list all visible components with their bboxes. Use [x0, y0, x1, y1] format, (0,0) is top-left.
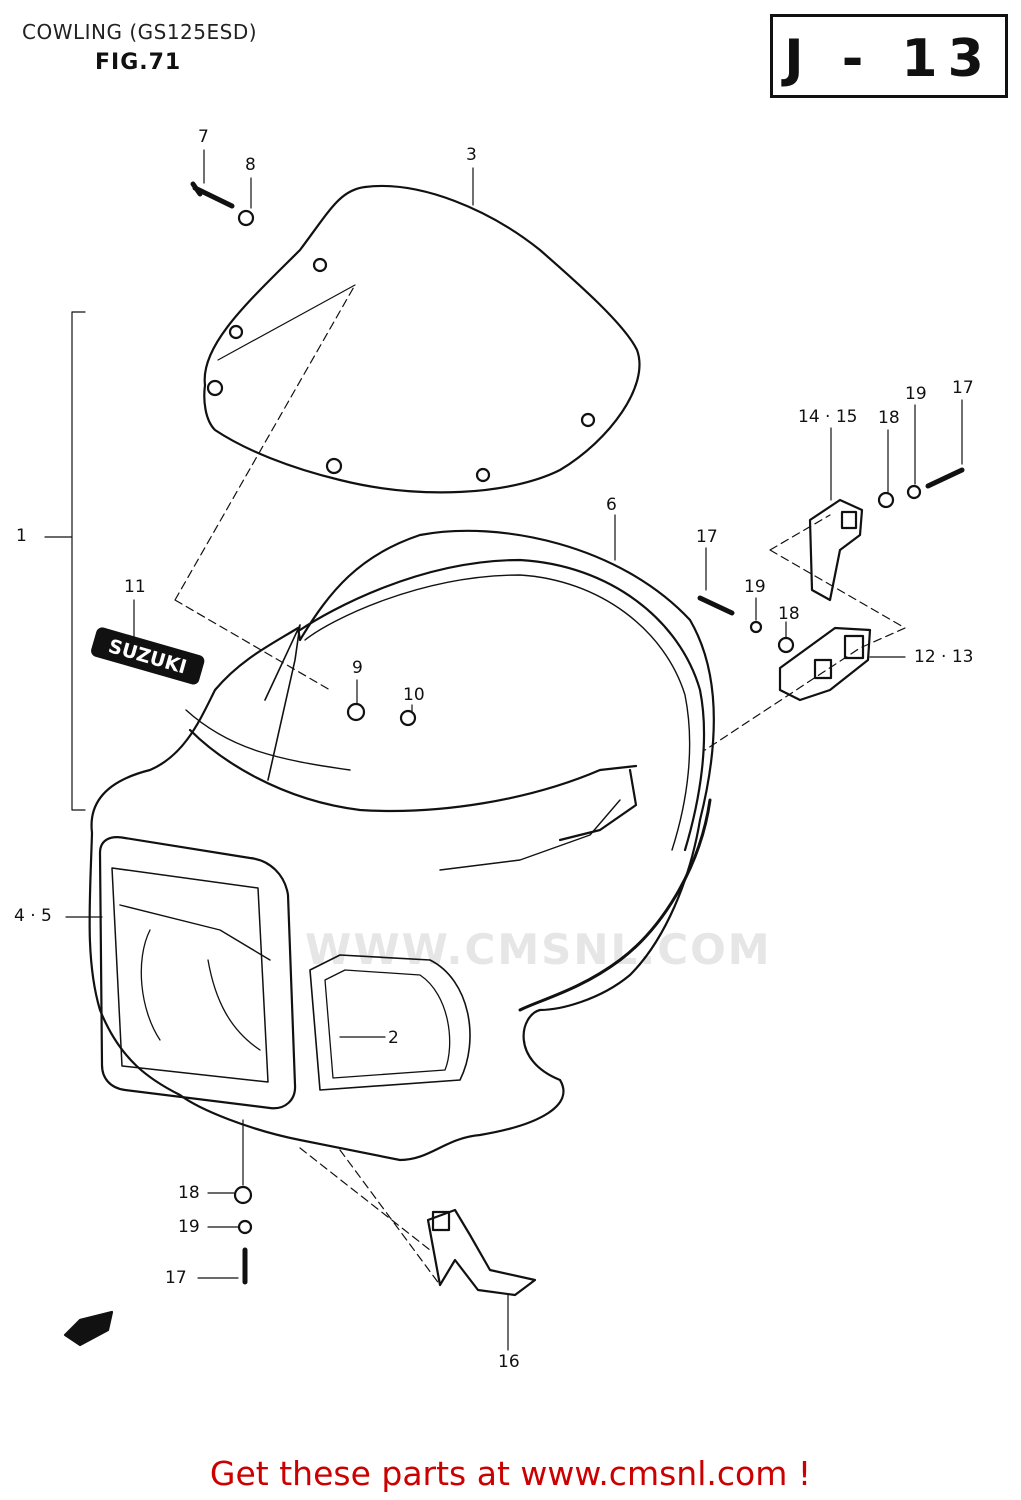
callout-4-5: 4 · 5	[14, 906, 52, 926]
callout-14-15: 14 · 15	[798, 407, 858, 427]
bolt-7	[190, 181, 235, 209]
callout-18-mid: 18	[778, 604, 800, 624]
windscreen-part	[203, 184, 641, 494]
callout-19-right: 19	[905, 384, 927, 404]
footer-parts-link[interactable]: Get these parts at www.cmsnl.com !	[209, 1454, 812, 1493]
side-bracket-14-15	[808, 498, 864, 602]
callout-17-bottom: 17	[165, 1268, 187, 1288]
callout-19-bottom: 19	[178, 1217, 200, 1237]
lower-bracket-16	[426, 1208, 537, 1297]
callout-18-right: 18	[878, 408, 900, 428]
callout-16: 16	[498, 1352, 520, 1372]
bolt-17-mid	[697, 595, 735, 616]
washer-18-bottom	[233, 1185, 253, 1205]
callout-17-mid: 17	[696, 527, 718, 547]
nut-8	[237, 209, 255, 227]
washer-19-bottom	[237, 1219, 253, 1235]
bolt-17-right-top	[925, 467, 965, 489]
callout-9: 9	[352, 658, 363, 678]
callout-19-mid: 19	[744, 577, 766, 597]
callout-2: 2	[388, 1028, 399, 1048]
page-code: J - 13	[784, 29, 994, 89]
callout-10: 10	[403, 685, 425, 705]
figure-label: FIG.71	[95, 50, 182, 75]
watermark-text: WWW.CMSNL.COM	[305, 925, 772, 974]
callout-12-13: 12 · 13	[914, 647, 974, 667]
callout-3: 3	[466, 145, 477, 165]
callout-17-right: 17	[952, 378, 974, 398]
callout-7: 7	[198, 127, 209, 147]
callout-6: 6	[606, 495, 617, 515]
callout-8: 8	[245, 155, 256, 175]
side-bracket-12-13	[778, 626, 872, 702]
suzuki-emblem-part: SUZUKI	[91, 627, 205, 685]
headlight-opening	[98, 836, 297, 1110]
nut-10	[399, 709, 417, 727]
callout-18-bottom: 18	[178, 1183, 200, 1203]
washer-9	[346, 702, 366, 722]
diagram-title: COWLING (GS125ESD)	[22, 20, 258, 44]
page-code-box: J - 13	[770, 14, 1008, 98]
callout-1: 1	[16, 526, 27, 546]
front-arrow-icon	[63, 1310, 114, 1347]
callout-11: 11	[124, 577, 146, 597]
cowling-body-part	[88, 529, 715, 1162]
